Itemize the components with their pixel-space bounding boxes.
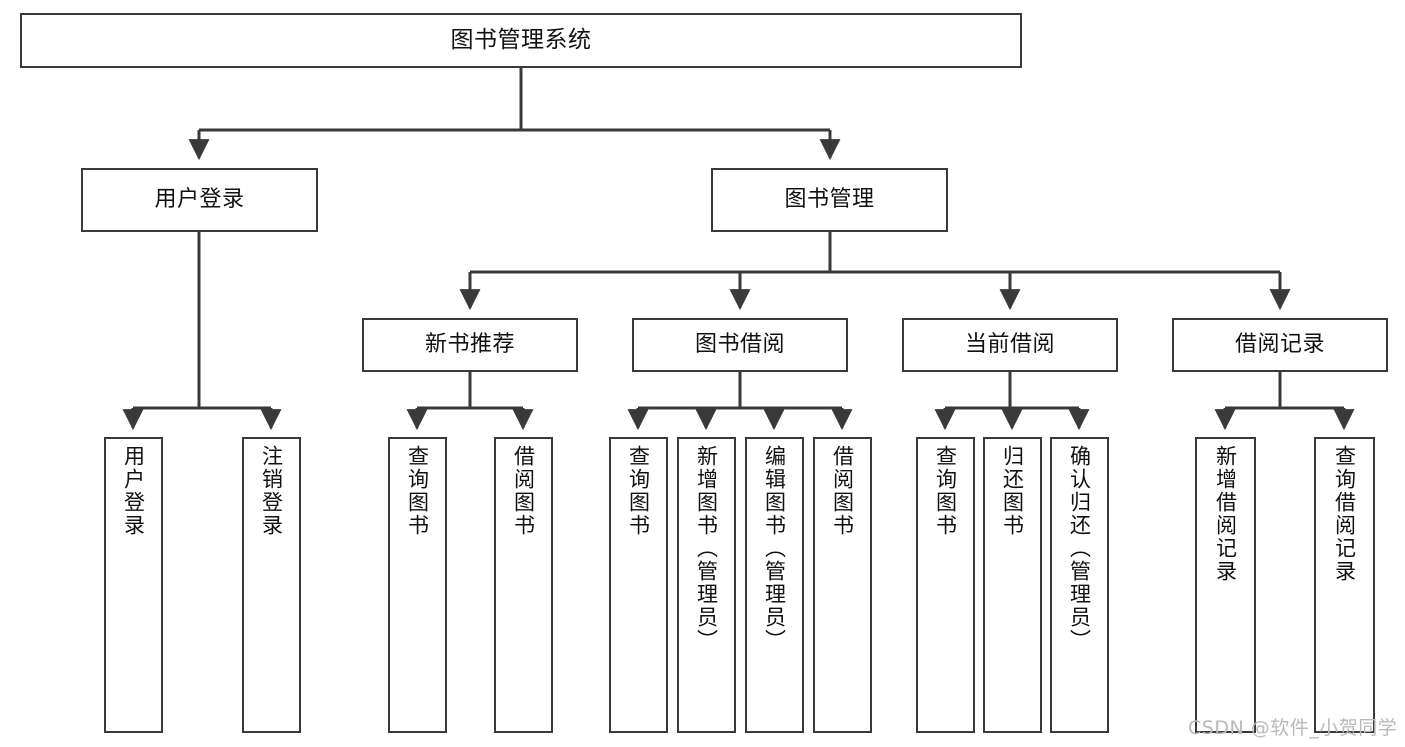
node-label: 图书借阅 <box>694 331 785 357</box>
node-label: 注销登录 <box>259 445 284 537</box>
leaf-add-book[interactable]: 新增图书（管理员） <box>677 437 736 733</box>
leaf-query-book-borrow[interactable]: 查询图书 <box>609 437 668 733</box>
node-label: 用户登录 <box>154 186 245 212</box>
node-book-management[interactable]: 图书管理 <box>711 168 948 232</box>
node-label: 借阅图书 <box>511 445 536 537</box>
node-label: 查询图书 <box>626 445 651 537</box>
leaf-borrow-book[interactable]: 借阅图书 <box>813 437 872 733</box>
leaf-confirm-return[interactable]: 确认归还（管理员） <box>1050 437 1109 733</box>
node-label: 借阅记录 <box>1234 331 1325 357</box>
leaf-user-login[interactable]: 用户登录 <box>104 437 163 733</box>
node-label: 新书推荐 <box>424 331 515 357</box>
node-label: 用户登录 <box>121 445 146 537</box>
node-label: 新增借阅记录 <box>1213 445 1238 583</box>
node-label: 编辑图书（管理员） <box>762 445 787 652</box>
csdn-watermark: CSDN @软件_小贺同学 <box>1188 717 1398 739</box>
leaf-logout-login[interactable]: 注销登录 <box>242 437 301 733</box>
node-label: 新增图书（管理员） <box>694 445 719 652</box>
leaf-add-borrow-record[interactable]: 新增借阅记录 <box>1195 437 1256 733</box>
node-current-borrow[interactable]: 当前借阅 <box>902 318 1118 372</box>
node-label: 当前借阅 <box>964 331 1055 357</box>
node-new-book-recommend[interactable]: 新书推荐 <box>362 318 578 372</box>
node-label: 查询图书 <box>933 445 958 537</box>
node-label: 图书管理 <box>784 186 875 212</box>
leaf-query-book-recommend[interactable]: 查询图书 <box>388 437 447 733</box>
node-label: 借阅图书 <box>830 445 855 537</box>
node-root-system[interactable]: 图书管理系统 <box>20 13 1022 68</box>
node-label: 归还图书 <box>1000 445 1025 537</box>
node-label: 确认归还（管理员） <box>1067 445 1092 652</box>
node-borrow-record[interactable]: 借阅记录 <box>1172 318 1388 372</box>
node-label: 查询图书 <box>405 445 430 537</box>
node-label: 图书管理系统 <box>450 26 592 53</box>
node-user-login[interactable]: 用户登录 <box>81 168 318 232</box>
leaf-query-book-current[interactable]: 查询图书 <box>916 437 975 733</box>
leaf-query-borrow-record[interactable]: 查询借阅记录 <box>1314 437 1375 733</box>
leaf-borrow-book-recommend[interactable]: 借阅图书 <box>494 437 553 733</box>
leaf-return-book[interactable]: 归还图书 <box>983 437 1042 733</box>
node-book-borrow[interactable]: 图书借阅 <box>632 318 848 372</box>
leaf-edit-book[interactable]: 编辑图书（管理员） <box>745 437 804 733</box>
node-label: 查询借阅记录 <box>1332 445 1357 583</box>
